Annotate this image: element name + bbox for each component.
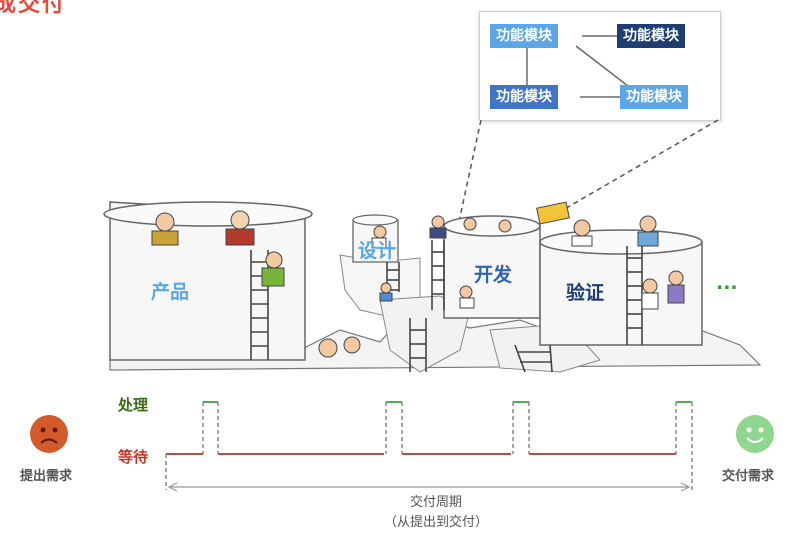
connector-diagonal bbox=[575, 45, 629, 87]
zoom-line-left bbox=[457, 119, 482, 227]
silo-product-top bbox=[103, 201, 313, 227]
cycle-label: 交付周期 bbox=[409, 495, 462, 510]
module-callout: 功能模块 功能模块 功能模块 功能模块 bbox=[479, 11, 721, 121]
module-box-2: 功能模块 bbox=[617, 24, 685, 48]
end-label: 交付需求 bbox=[722, 469, 775, 484]
ladder-develop bbox=[431, 240, 445, 310]
module-box-3: 功能模块 bbox=[490, 85, 558, 109]
start-label: 提出需求 bbox=[20, 469, 73, 484]
state-label-process: 处理 bbox=[118, 396, 149, 414]
ladder-lower-right bbox=[514, 344, 553, 373]
pulse-edges bbox=[165, 402, 693, 490]
page-title: 成交付 bbox=[0, 0, 67, 17]
stage-label-design: 设计 bbox=[358, 240, 397, 262]
zoom-line-right bbox=[555, 119, 719, 215]
cycle-sublabel: （从提出到交付） bbox=[383, 515, 488, 530]
held-sign bbox=[536, 201, 570, 225]
ladder-middle bbox=[409, 318, 427, 372]
state-label-wait: 等待 bbox=[118, 448, 149, 466]
happy-face-icon bbox=[736, 415, 774, 453]
process-wait-timeline bbox=[165, 401, 693, 492]
module-connectors bbox=[526, 35, 629, 98]
silo-illustration bbox=[103, 119, 762, 373]
stage-label-develop: 开发 bbox=[474, 264, 513, 286]
people-figures bbox=[151, 210, 685, 358]
stage-label-verify: 验证 bbox=[566, 282, 605, 304]
cycle-arrow bbox=[167, 482, 691, 492]
stage-label-product: 产品 bbox=[151, 281, 190, 303]
silo-verify-top bbox=[539, 229, 703, 255]
sad-face-icon bbox=[30, 415, 68, 453]
silo-develop-top bbox=[443, 215, 541, 237]
stage-label-more: ... bbox=[716, 272, 738, 294]
module-box-4: 功能模块 bbox=[620, 85, 688, 109]
silo-design-top bbox=[352, 214, 398, 226]
module-box-1: 功能模块 bbox=[490, 24, 558, 48]
